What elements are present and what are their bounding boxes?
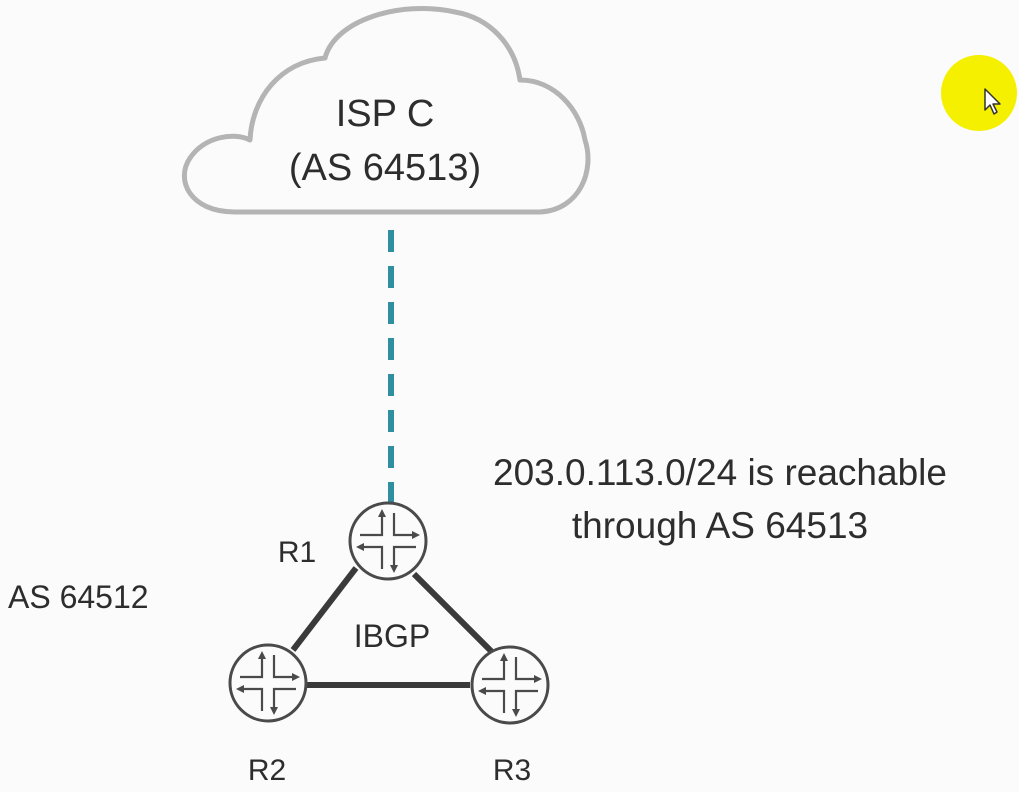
router-label: R1: [278, 536, 316, 569]
route-annotation-line1: 203.0.113.0/24 is reachable: [493, 452, 947, 493]
ibgp-links: [290, 566, 495, 688]
isp-name: ISP C: [336, 93, 435, 135]
router-icon: [470, 645, 550, 725]
route-annotation-line2: through AS 64513: [572, 505, 868, 546]
cursor-halo: [941, 55, 1017, 131]
local-as-label: AS 64512: [8, 579, 149, 615]
ibgp-label: IBGP: [354, 618, 430, 654]
router-r2[interactable]: R2: [228, 643, 308, 787]
isp-cloud: ISP C (AS 64513): [181, 6, 591, 215]
cloud-shape: [181, 6, 591, 215]
link-r1-r3: [411, 571, 495, 655]
isp-as-number: (AS 64513): [289, 147, 481, 189]
router-icon: [348, 501, 428, 581]
pointer-icon: [984, 88, 1001, 115]
router-label: R2: [248, 754, 286, 787]
router-r1[interactable]: R1: [278, 501, 428, 581]
router-label: R3: [493, 754, 531, 787]
router-icon: [228, 643, 308, 723]
link-r1-r2: [290, 566, 359, 652]
cursor-highlight: [941, 55, 1017, 131]
router-r3[interactable]: R3: [470, 645, 550, 787]
